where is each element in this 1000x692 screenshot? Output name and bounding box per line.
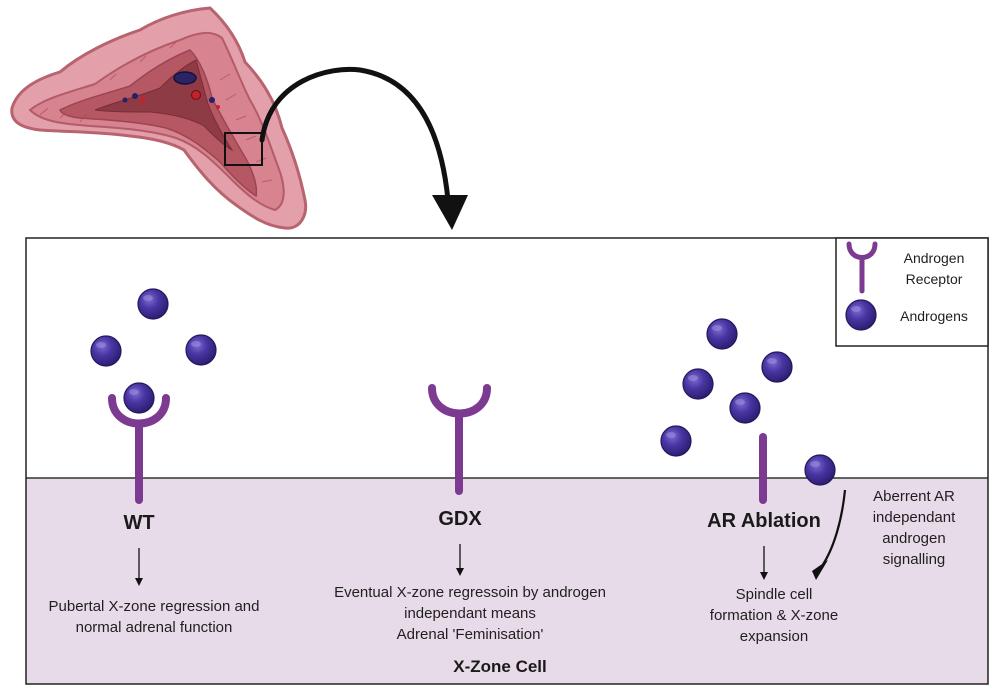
aberrant-signalling-note: Aberrent AR independant androgen signall… — [852, 486, 976, 570]
side-note-line: androgen — [882, 530, 946, 547]
gdx-outcome-line: Eventual X-zone regressoin by androgen — [334, 584, 606, 601]
ar-ablation-outcome-line: formation & X-zone — [709, 607, 839, 624]
curved-arrow-icon — [259, 66, 468, 230]
wt-title: WT — [123, 512, 155, 534]
bound-androgen-molecule-icon — [123, 382, 155, 414]
ar-ablation-group — [660, 318, 847, 580]
x-zone-cell-region — [26, 478, 988, 684]
wt-outcome: Pubertal X-zone regression and normal ad… — [24, 596, 284, 638]
gdx-outcome: Eventual X-zone regressoin by androgen i… — [305, 582, 635, 645]
legend-receptor-label-line: Receptor — [905, 271, 963, 287]
side-note-line: Aberrent AR — [873, 488, 955, 505]
gdx-group — [428, 384, 491, 576]
adrenal-gland-section-icon — [10, 6, 308, 230]
ar-ablation-outcome: Spindle cell formation & X-zone expansio… — [694, 584, 854, 647]
legend-androgen-icon — [845, 299, 877, 331]
signalling-arrow-icon — [821, 489, 847, 567]
androgen-molecule-icon — [682, 368, 714, 400]
side-note-line: signalling — [882, 551, 946, 568]
androgen-molecule-icon — [706, 318, 738, 350]
gdx-outcome-line: Adrenal 'Feminisation' — [396, 626, 544, 643]
extracellular-region — [26, 238, 988, 478]
wt-outcome-line: normal adrenal function — [75, 619, 233, 636]
ar-ablation-outcome-line: expansion — [739, 628, 809, 645]
gdx-title: GDX — [438, 508, 482, 530]
legend-receptor-label-line: Androgen — [903, 250, 965, 266]
x-zone-cell-label: X-Zone Cell — [453, 657, 547, 676]
ar-ablation-title: AR Ablation — [707, 510, 821, 532]
androgen-molecule-icon — [804, 454, 836, 486]
androgen-molecule-icon — [729, 392, 761, 424]
androgen-molecule-icon — [660, 425, 692, 457]
wt-outcome-line: Pubertal X-zone regression and — [48, 598, 260, 615]
androgen-molecule-icon — [185, 334, 217, 366]
gdx-outcome-line: independant means — [404, 605, 536, 622]
androgen-molecule-icon — [137, 288, 169, 320]
androgen-receptor-icon — [108, 394, 170, 504]
wt-group — [90, 288, 217, 586]
diagram-frame — [25, 237, 989, 685]
legend-receptor-label: Androgen Receptor — [888, 248, 980, 290]
androgen-molecule-icon — [761, 351, 793, 383]
androgen-molecule-icon — [90, 335, 122, 367]
legend-androgen-label: Androgens — [900, 308, 968, 324]
zoom-box-icon — [224, 132, 263, 166]
legend-receptor-icon — [846, 241, 878, 294]
ar-ablation-outcome-line: Spindle cell — [735, 586, 813, 603]
side-note-line: independant — [872, 509, 956, 526]
androgen-receptor-icon — [428, 384, 491, 495]
